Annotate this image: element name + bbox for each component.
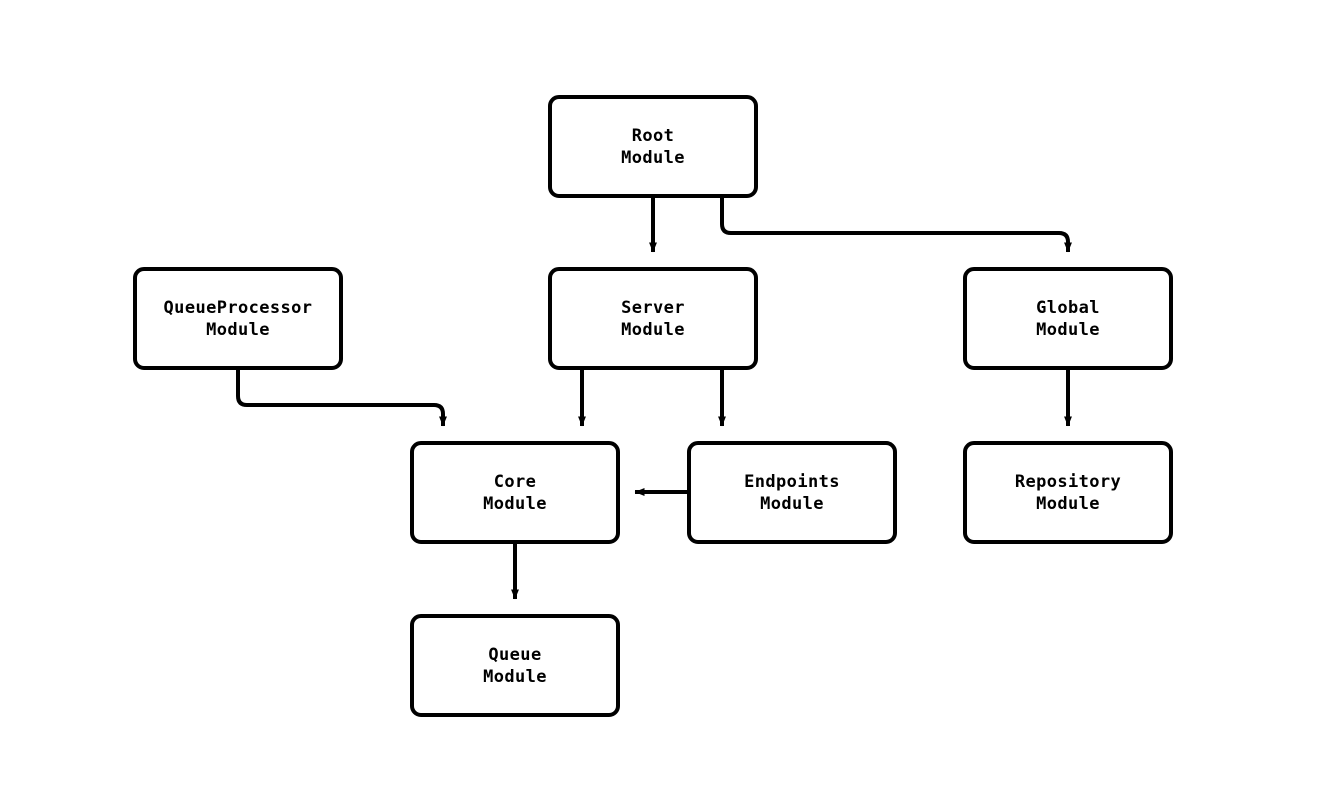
node-queueprocessor-module[interactable]: QueueProcessor Module bbox=[133, 267, 343, 370]
node-endpoints-module[interactable]: Endpoints Module bbox=[687, 441, 897, 544]
node-repository-module[interactable]: Repository Module bbox=[963, 441, 1173, 544]
edge-queueprocessor-to-core bbox=[236, 370, 447, 427]
node-repository-module-line1: Repository bbox=[1014, 471, 1122, 492]
node-root-module-line1: Root bbox=[631, 125, 675, 146]
node-global-module-line2: Module bbox=[1036, 319, 1100, 340]
node-repository-module-line2: Module bbox=[1036, 493, 1100, 514]
node-server-module-line1: Server bbox=[621, 297, 685, 318]
node-global-module[interactable]: Global Module bbox=[963, 267, 1173, 370]
node-queue-module[interactable]: Queue Module bbox=[410, 614, 620, 717]
node-queueprocessor-module-line2: Module bbox=[206, 319, 270, 340]
node-root-module-line2: Module bbox=[621, 147, 685, 168]
node-core-module[interactable]: Core Module bbox=[410, 441, 620, 544]
node-server-module[interactable]: Server Module bbox=[548, 267, 758, 370]
node-global-module-line1: Global bbox=[1036, 297, 1100, 318]
node-core-module-line2: Module bbox=[483, 493, 547, 514]
node-queue-module-line2: Module bbox=[483, 666, 547, 687]
node-endpoints-module-line1: Endpoints bbox=[744, 471, 840, 492]
node-core-module-line1: Core bbox=[493, 471, 537, 492]
node-queue-module-line1: Queue bbox=[488, 644, 542, 665]
edge-root-to-global bbox=[720, 198, 1072, 253]
node-queueprocessor-module-line1: QueueProcessor bbox=[163, 297, 313, 318]
node-root-module[interactable]: Root Module bbox=[548, 95, 758, 198]
node-server-module-line2: Module bbox=[621, 319, 685, 340]
node-endpoints-module-line2: Module bbox=[760, 493, 824, 514]
